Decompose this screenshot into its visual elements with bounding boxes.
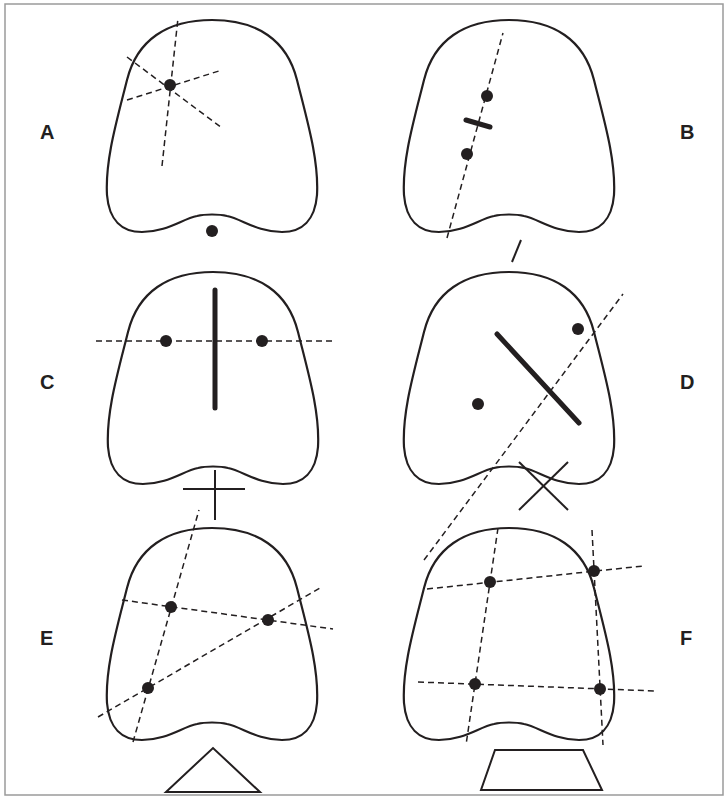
panel-letter: A xyxy=(40,122,54,142)
panel-letter: E xyxy=(40,628,53,648)
force-lines xyxy=(96,18,657,745)
panel-letter: C xyxy=(40,372,54,392)
arch-outline xyxy=(107,20,317,232)
panel-letter: D xyxy=(680,372,694,392)
arch-outline xyxy=(404,528,614,740)
fulcrum-bars xyxy=(215,120,579,423)
panel-letter: B xyxy=(680,122,694,142)
arch-outline xyxy=(107,528,317,740)
arch-outline xyxy=(404,272,614,484)
arch-outline xyxy=(404,20,614,232)
arch-outline xyxy=(108,272,318,484)
type-symbols xyxy=(166,240,602,792)
panel-letter: F xyxy=(680,628,692,648)
figure-border xyxy=(5,4,723,795)
abutment-dots xyxy=(142,79,606,695)
